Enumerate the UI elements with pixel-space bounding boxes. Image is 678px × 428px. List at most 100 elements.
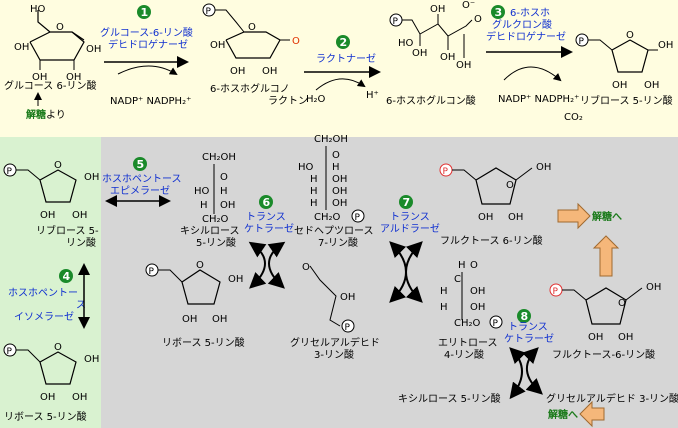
step-3-enzyme-line3: デヒドロゲナーゼ <box>486 30 566 43</box>
step-1-badge <box>137 5 151 19</box>
svg-text:H: H <box>440 286 448 297</box>
glucose-6-phosphate-label: グルコース 6-リン酸 <box>4 79 96 92</box>
svg-text:O: O <box>302 262 310 273</box>
svg-text:P: P <box>493 319 499 329</box>
ho-label: HO <box>30 4 46 15</box>
svg-text:H: H <box>458 260 466 271</box>
glyceraldehyde-3-phosphate-bottom-label: グリセルアルデヒド 3-リン酸 <box>546 392 678 405</box>
glyceraldehyde-3-phosphate-label-line1: グリセルアルデヒド <box>290 336 380 349</box>
svg-text:OH: OH <box>40 392 55 403</box>
svg-text:OH: OH <box>84 354 99 365</box>
svg-text:P: P <box>149 267 155 277</box>
svg-text:P: P <box>393 17 399 27</box>
svg-text:P: P <box>443 167 449 177</box>
svg-text:OH: OH <box>332 198 347 209</box>
step-6-badge <box>259 195 273 209</box>
phosphogluconolactone-structure: P O O OH OH OH <box>202 3 300 77</box>
phosphogluconate-label: 6-ホスホグルコン酸 <box>386 94 476 107</box>
svg-text:P: P <box>7 347 13 357</box>
svg-text:O: O <box>626 30 634 41</box>
svg-text:H: H <box>220 186 228 197</box>
svg-text:CH₂O: CH₂O <box>314 212 341 223</box>
svg-text:OH: OH <box>470 286 485 297</box>
svg-text:OH: OH <box>72 210 87 221</box>
svg-text:O: O <box>506 180 514 191</box>
svg-text:OH: OH <box>440 52 455 63</box>
step-8-arrow-right <box>521 347 543 395</box>
svg-text:O: O <box>618 298 626 309</box>
svg-text:OH: OH <box>84 172 99 183</box>
xylulose-5-phosphate-label-line2: 5-リン酸 <box>196 236 236 249</box>
ribulose-5-phosphate-top-label: リブロース 5-リン酸 <box>580 94 673 107</box>
phosphogluconate-structure: P O O⁻ OH OH OH OH HO <box>389 0 482 71</box>
svg-text:OH: OH <box>332 186 347 197</box>
step-3-co2: CO₂ <box>564 112 583 123</box>
svg-text:6: 6 <box>263 196 271 209</box>
svg-text:OH: OH <box>646 282 661 293</box>
svg-text:O: O <box>332 150 340 161</box>
step-6-enzyme-line1: トランス <box>246 211 286 223</box>
step-3-cofactor: NADP⁺ NADPH₂⁺ <box>498 94 579 105</box>
step-5-badge <box>133 157 147 171</box>
step-5-enzyme-line1: ホスホペントース <box>102 173 182 185</box>
step-7-badge <box>399 195 413 209</box>
svg-text:O: O <box>54 160 62 171</box>
svg-text:OH: OH <box>32 72 47 83</box>
erythrose-4-phosphate-structure: H C O H OH H OH CH₂O P <box>440 260 503 329</box>
svg-text:OH: OH <box>340 292 355 303</box>
step-8-badge <box>517 309 531 323</box>
svg-text:OH: OH <box>14 42 29 53</box>
step-8-enzyme-line2: ケトラーゼ <box>504 333 554 345</box>
svg-text:OH: OH <box>230 66 245 77</box>
ribulose-5-phosphate-top-structure: P O OH OH OH <box>575 30 673 91</box>
svg-text:OH: OH <box>72 392 87 403</box>
to-glycolysis-arrow-1 <box>557 202 591 230</box>
svg-text:P: P <box>553 287 559 297</box>
svg-text:OH: OH <box>618 332 633 343</box>
step-3-badge <box>491 5 505 19</box>
to-glycolysis-label-1: 解糖へ <box>592 210 622 223</box>
erythrose-4-phosphate-label-line2: 4-リン酸 <box>444 348 484 361</box>
step-1-cofactor: NADP⁺ NADPH₂⁺ <box>110 96 191 107</box>
step-2-badge <box>336 35 350 49</box>
phosphogluconolactone-label-line2: ラクトン <box>268 95 308 107</box>
ribose-5-phosphate-left-label: リボース 5-リン酸 <box>4 410 87 423</box>
svg-text:P: P <box>206 7 212 17</box>
svg-text:CH₂O: CH₂O <box>202 214 229 225</box>
svg-text:OH: OH <box>456 60 471 71</box>
svg-text:OH: OH <box>658 40 673 51</box>
svg-text:P: P <box>579 37 585 47</box>
svg-text:P: P <box>355 213 361 223</box>
svg-text:P: P <box>7 167 13 177</box>
svg-text:O⁻: O⁻ <box>462 0 475 11</box>
to-glycolysis-arrow-2 <box>579 400 605 428</box>
svg-text:OH: OH <box>478 212 493 223</box>
svg-text:O: O <box>470 260 478 271</box>
svg-text:O: O <box>56 22 64 33</box>
step-7-arrow-left <box>389 241 407 303</box>
svg-text:OH: OH <box>86 44 101 55</box>
svg-text:2: 2 <box>340 36 348 49</box>
ribulose-5-phosphate-left-label-line2: リン酸 <box>66 236 96 249</box>
svg-text:H: H <box>200 200 208 211</box>
to-glycolysis-label-2: 解糖へ <box>548 408 578 421</box>
svg-text:O: O <box>292 36 300 47</box>
svg-text:O: O <box>248 22 256 33</box>
svg-text:H: H <box>310 186 318 197</box>
step-4-enzyme-line1: ホスホペントー <box>8 287 78 299</box>
svg-text:OH: OH <box>470 302 485 313</box>
svg-text:H: H <box>332 162 340 173</box>
svg-text:OH: OH <box>430 4 445 15</box>
step-8-arrow-left <box>509 347 527 400</box>
xylulose-5-phosphate-structure: CH₂OH O HO H H OH CH₂O <box>194 152 236 225</box>
svg-text:O: O <box>54 342 62 353</box>
svg-text:OH: OH <box>508 212 523 223</box>
svg-text:O: O <box>196 260 204 271</box>
xylulose-5-phosphate-bottom-label: キシルロース 5-リン酸 <box>398 392 501 405</box>
svg-text:OH: OH <box>212 314 227 325</box>
svg-text:OH: OH <box>644 80 659 91</box>
step-6-arrow-right <box>267 241 286 289</box>
up-arrow-fructose <box>592 235 620 277</box>
step-2-hplus: H⁺ <box>366 90 379 101</box>
